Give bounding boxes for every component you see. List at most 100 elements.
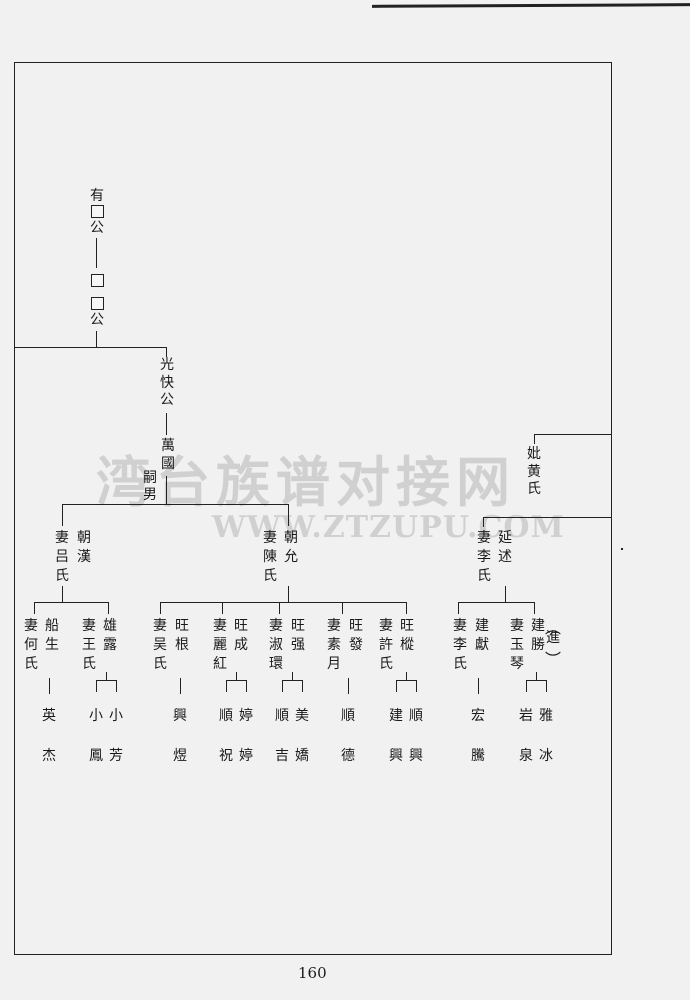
bracket-close: ︶ [545,650,562,669]
line [483,517,484,527]
gen2-zhaoyun-name: 朝允 [284,530,298,565]
line [406,602,407,614]
gen4-name: 小芳 [109,708,123,764]
line [534,434,535,444]
line [180,678,181,694]
gen3-name: 旺成 [234,618,248,653]
line [505,586,506,602]
line [108,602,109,614]
line [348,678,349,694]
line [534,602,535,614]
line [34,602,35,614]
line [416,680,417,692]
right-grandson-wife: 妻玉琴 [510,618,524,672]
line [526,680,527,692]
line [396,680,416,681]
line [222,602,223,614]
gen3-wife: 妻何氏 [24,618,38,672]
line [226,680,246,681]
gen3-name: 旺發 [349,618,363,653]
line [166,413,167,435]
line [292,672,293,680]
gen2-zhaohan-wife: 妻吕氏 [55,530,69,584]
right-mother: 妣黄氏 [527,446,541,497]
line [62,586,63,602]
gen2-zhaohan-name: 朝漢 [77,530,91,565]
gen3-wife: 妻麗紅 [213,618,227,672]
right-son-name: 延述 [498,530,512,565]
line [458,602,459,614]
line [546,680,547,692]
line [160,602,406,603]
gen3-name: 雄露 [103,618,117,653]
right-note: 進 [546,630,560,646]
line [236,672,237,680]
gen4-right-name: 宏騰 [471,708,485,764]
line [279,602,280,614]
line [160,602,161,614]
line [14,347,166,348]
page-frame [14,62,612,955]
right-grandson-name: 建勝 [531,618,545,653]
line [288,586,289,602]
gen4-right-name: 岩泉 [519,708,533,764]
gen4-right-name: 雅冰 [539,708,553,764]
gen4-name: 婷婷 [239,708,253,764]
line [166,476,167,504]
line [116,680,117,692]
line [34,602,108,603]
line [226,680,227,692]
ancestor-1-suffix: 公 [90,220,104,236]
right-son-wife: 妻李氏 [477,530,491,584]
line [106,672,107,680]
gen3-wife: 妻淑環 [269,618,283,672]
missing-char-box [91,205,104,218]
line [396,680,397,692]
gen4-name: 建興 [389,708,403,764]
line [478,678,479,694]
line [96,680,97,692]
line [62,504,288,505]
gen4-name: 小鳳 [89,708,103,764]
gen4-name: 美嬌 [295,708,309,764]
line [526,680,546,681]
gen1-note: 嗣男 [143,470,157,503]
line [536,672,537,680]
bracket-open: ︵ [545,618,562,637]
line [483,517,612,518]
scan-edge-line [371,3,690,8]
gen3-name: 旺根 [175,618,189,653]
gen4-name: 順祝 [219,708,233,764]
line [458,602,534,603]
watermark-cn: 湾台族谱对接网 [96,451,516,514]
line [288,504,289,526]
ancestor-2-suffix: 公 [90,312,104,328]
line [96,238,97,268]
line [246,680,247,692]
line [96,680,116,681]
line [96,331,97,347]
gen3-name: 旺樅 [400,618,414,653]
line [406,672,407,680]
gen2-zhaoyun-wife: 妻陳氏 [263,530,277,584]
line [534,434,612,435]
scan-dot [621,548,623,550]
line [62,504,63,526]
gen3-wife: 妻素月 [327,618,341,672]
line [282,680,302,681]
ancestor-1-prefix: 有 [90,188,104,204]
gen3-wife: 妻許氏 [379,618,393,672]
gen3-wife: 妻吴氏 [153,618,167,672]
line [282,680,283,692]
gen4-name: 順吉 [275,708,289,764]
line [49,678,50,694]
line [166,347,167,357]
gen4-name: 興煜 [173,708,187,764]
gen4-name: 順興 [409,708,423,764]
gen3-name: 船生 [45,618,59,653]
gen4-name: 順德 [341,708,355,764]
missing-char-box [91,297,104,310]
line [302,680,303,692]
right-grandson-wife: 妻李氏 [453,618,467,672]
